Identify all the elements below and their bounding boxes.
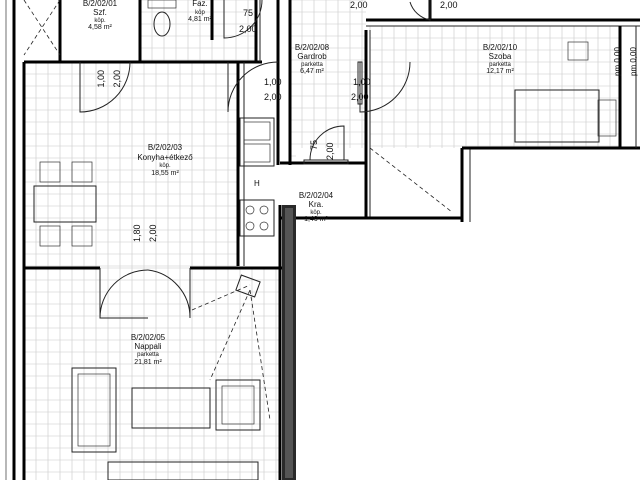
room-03-name: Konyha+étkező <box>137 153 193 162</box>
room-05-name: Nappali <box>134 342 161 351</box>
dim-200-c: 2,00 <box>351 92 369 102</box>
room-faz-name: Faz. <box>192 0 208 8</box>
dim-100-b: 1,00 <box>264 77 282 87</box>
room-10-code: B/2/02/10 <box>483 43 518 52</box>
room-08-floor: parketta <box>301 62 323 68</box>
room-10-area: 12,17 m² <box>486 68 514 75</box>
room-faz-floor: köp <box>195 10 205 16</box>
dim-200-e: 2,00 <box>440 0 458 10</box>
room-04-area: 1,40 m² <box>304 216 328 223</box>
room-labels: B/2/02/01 Szf. köp. 4,58 m² Faz. köp 4,8… <box>83 0 518 366</box>
dim-100-a: 1,00 <box>96 70 106 88</box>
dim-200-top: 2,00 <box>239 24 257 34</box>
dim-75-mid: 75 <box>309 140 319 150</box>
dim-100-c: 1,00 <box>353 77 371 87</box>
furniture <box>33 0 617 480</box>
room-03-floor: köp. <box>159 163 171 169</box>
room-03-area: 18,55 m² <box>151 170 179 177</box>
walls <box>5 0 640 480</box>
room-01-area: 4,58 m² <box>88 24 112 31</box>
room-05-floor: parketta <box>137 352 159 358</box>
room-01-name: Szf. <box>93 8 107 17</box>
dashed-lines <box>23 0 453 421</box>
room-01-floor: köp. <box>94 18 106 24</box>
dim-pm-2: pm 0,00 <box>629 47 638 76</box>
dim-200-mid: 2,00 <box>325 142 335 160</box>
dimension-labels: 1,00 2,00 75 2,00 2,00 1,00 2,00 1,00 2,… <box>96 0 638 242</box>
dim-180: 1,80 <box>132 224 142 242</box>
h-mark: H <box>254 179 260 188</box>
door-leafs <box>303 61 363 165</box>
column-inner <box>285 208 293 478</box>
floor-grid <box>23 0 620 480</box>
exterior-void <box>296 148 640 480</box>
room-08-name: Gardrob <box>297 52 327 61</box>
room-05-area: 21,81 m² <box>134 359 162 366</box>
dim-75-top: 75 <box>243 8 253 18</box>
room-04-code: B/2/02/04 <box>299 191 334 200</box>
dim-200-topright: 2,00 <box>350 0 368 10</box>
dim-200-a: 2,00 <box>112 70 122 88</box>
room-faz-area: 4,81 m² <box>188 16 212 23</box>
doors <box>79 0 431 319</box>
room-01-code: B/2/02/01 <box>83 0 118 8</box>
room-10-floor: parketta <box>489 62 511 68</box>
room-10-name: Szoba <box>489 52 512 61</box>
room-08-code: B/2/02/08 <box>295 43 330 52</box>
void-notch <box>462 148 470 160</box>
room-04-floor: köp. <box>310 210 322 216</box>
dim-pm-1: pm 0,00 <box>613 47 622 76</box>
dim-200-b: 2,00 <box>264 92 282 102</box>
room-05-code: B/2/02/05 <box>131 333 166 342</box>
room-04-name: Kra. <box>309 200 324 209</box>
dim-200-d: 2,00 <box>148 224 158 242</box>
room-08-area: 6,47 m² <box>300 68 324 75</box>
room-03-code: B/2/02/03 <box>148 143 183 152</box>
